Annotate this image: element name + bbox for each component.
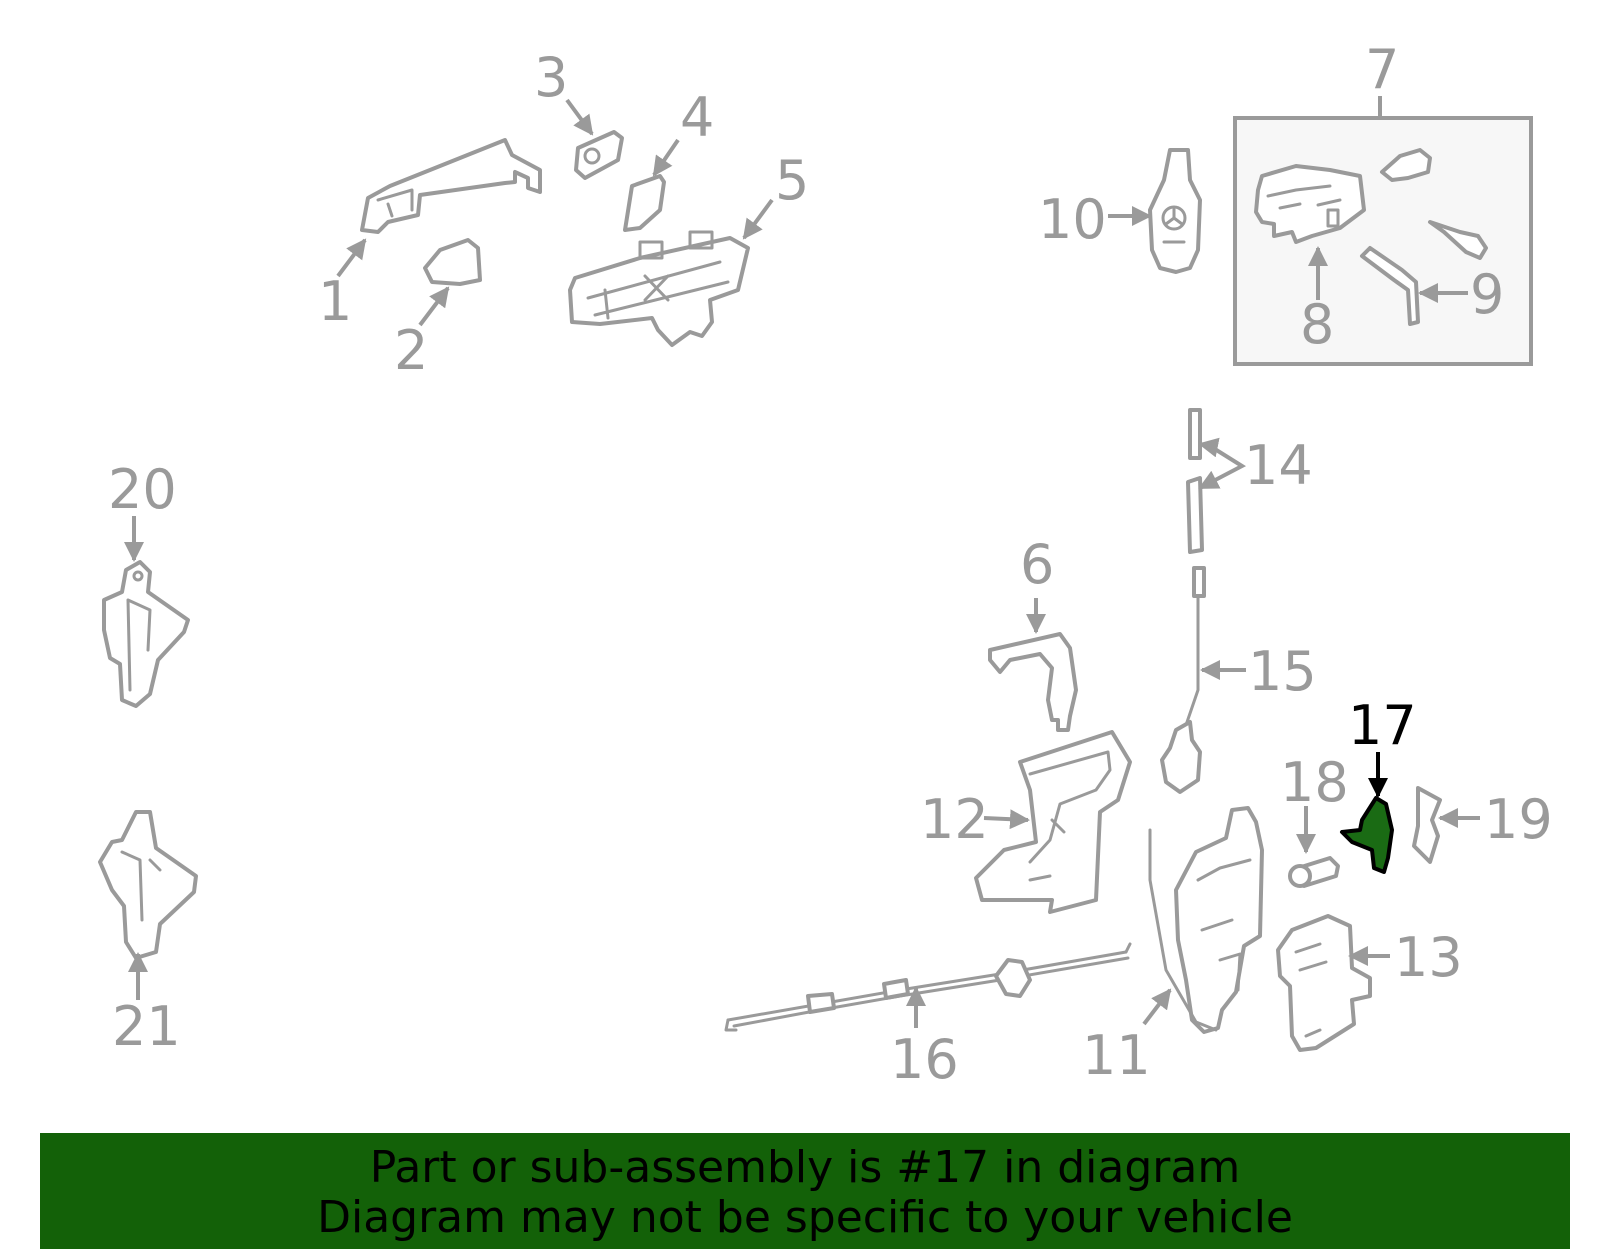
part-13-lock-bracket bbox=[1276, 914, 1372, 1052]
banner-line-2: Diagram may not be specific to your vehi… bbox=[317, 1192, 1293, 1243]
part-1-door-handle bbox=[360, 138, 542, 234]
part-21-lower-hinge bbox=[98, 810, 198, 960]
callout-20: 20 bbox=[108, 458, 177, 521]
banner-line-1: Part or sub-assembly is #17 in diagram bbox=[369, 1142, 1241, 1193]
part-4-seal bbox=[623, 174, 666, 232]
part-14-rods bbox=[1186, 408, 1204, 554]
part-9-key-blade bbox=[1360, 246, 1420, 326]
part-20-upper-hinge bbox=[102, 560, 190, 708]
leader-lines bbox=[124, 96, 1480, 1028]
callout-4: 4 bbox=[680, 86, 714, 149]
part-19-plate bbox=[1412, 786, 1442, 864]
part-11-door-latch bbox=[1148, 806, 1264, 1034]
callout-10: 10 bbox=[1038, 188, 1107, 251]
callout-15: 15 bbox=[1248, 640, 1317, 703]
callout-18: 18 bbox=[1280, 751, 1349, 814]
callout-2: 2 bbox=[394, 319, 428, 382]
callout-17[interactable]: 17 bbox=[1348, 694, 1417, 757]
callout-6: 6 bbox=[1020, 533, 1054, 596]
part-5-handle-carrier bbox=[568, 230, 750, 347]
part-17-highlighted[interactable] bbox=[1340, 796, 1394, 874]
part-8-lock-cylinder bbox=[1254, 164, 1366, 244]
part-7-lock-kit-box bbox=[1233, 116, 1533, 366]
callout-3: 3 bbox=[534, 46, 568, 109]
callout-14: 14 bbox=[1244, 434, 1313, 497]
callout-9: 9 bbox=[1470, 263, 1504, 326]
callout-11: 11 bbox=[1082, 1024, 1151, 1087]
part-18-screw bbox=[1288, 856, 1340, 888]
callout-labels: 1 2 3 4 5 6 7 8 9 10 11 12 13 14 15 16 1… bbox=[108, 38, 1553, 1091]
callout-7: 7 bbox=[1365, 38, 1399, 101]
callout-12: 12 bbox=[920, 788, 989, 851]
callout-8: 8 bbox=[1300, 293, 1334, 356]
part-12-lock-cover bbox=[974, 730, 1132, 914]
part-3-gasket bbox=[574, 130, 624, 180]
part-10-key-fob bbox=[1148, 148, 1202, 274]
callout-5: 5 bbox=[775, 149, 809, 212]
part-16-cable bbox=[724, 942, 1132, 1032]
callout-13: 13 bbox=[1394, 926, 1463, 989]
part-15-cable bbox=[1160, 566, 1206, 794]
callout-16: 16 bbox=[890, 1028, 959, 1091]
callout-21: 21 bbox=[112, 995, 181, 1058]
callout-1: 1 bbox=[318, 270, 352, 333]
part-2-handle-cap bbox=[423, 238, 482, 286]
part-6-bracket bbox=[988, 632, 1078, 732]
info-banner: Part or sub-assembly is #17 in diagram D… bbox=[40, 1133, 1570, 1249]
callout-19: 19 bbox=[1484, 788, 1553, 851]
part-7-kit-pins bbox=[1380, 148, 1488, 260]
